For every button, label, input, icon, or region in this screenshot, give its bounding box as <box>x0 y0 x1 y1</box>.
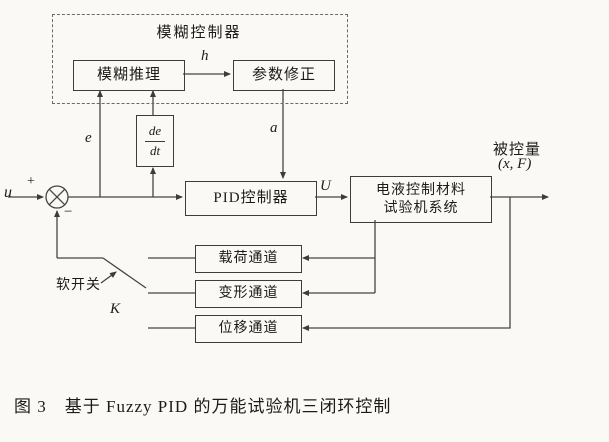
plant-block: 电液控制材料 试验机系统 <box>350 176 492 223</box>
load-channel-block: 载荷通道 <box>195 245 302 273</box>
fuzzy-controller-title: 模糊控制器 <box>156 25 242 41</box>
fuzzy-controller-group-box <box>52 14 348 104</box>
param-correction-block: 参数修正 <box>233 60 335 91</box>
controlled-variable-label: 被控量 <box>493 142 542 158</box>
minus-sign: − <box>64 204 73 220</box>
fuzzy-inference-block: 模糊推理 <box>73 60 185 91</box>
controlled-variable-symbols: (x, F) <box>498 156 532 172</box>
control-signal-label-U: U <box>320 178 331 194</box>
displacement-feedback-line <box>302 197 511 331</box>
derivative-block: de dt <box>136 115 174 167</box>
soft-switch-arm <box>102 257 147 289</box>
gain-label-K: K <box>110 301 121 317</box>
soft-switch-pointer-arrow <box>100 271 117 284</box>
pid-controller-block: PID控制器 <box>185 181 317 216</box>
derivative-denominator: dt <box>149 142 161 158</box>
input-label-u: u <box>4 184 12 201</box>
soft-switch-label: 软开关 <box>56 278 101 293</box>
a-signal-label: a <box>270 120 278 136</box>
plus-sign: + <box>27 174 35 189</box>
derivative-numerator: de <box>144 123 166 142</box>
plant-label-line2: 试验机系统 <box>383 200 459 216</box>
displacement-channel-block: 位移通道 <box>195 315 302 343</box>
error-label-e: e <box>85 130 92 146</box>
figure-caption: 图 3 基于 Fuzzy PID 的万能试验机三闭环控制 <box>14 397 392 416</box>
plant-label-line1: 电液控制材料 <box>376 183 466 198</box>
h-signal-label: h <box>201 48 209 64</box>
deformation-channel-block: 变形通道 <box>195 280 302 308</box>
